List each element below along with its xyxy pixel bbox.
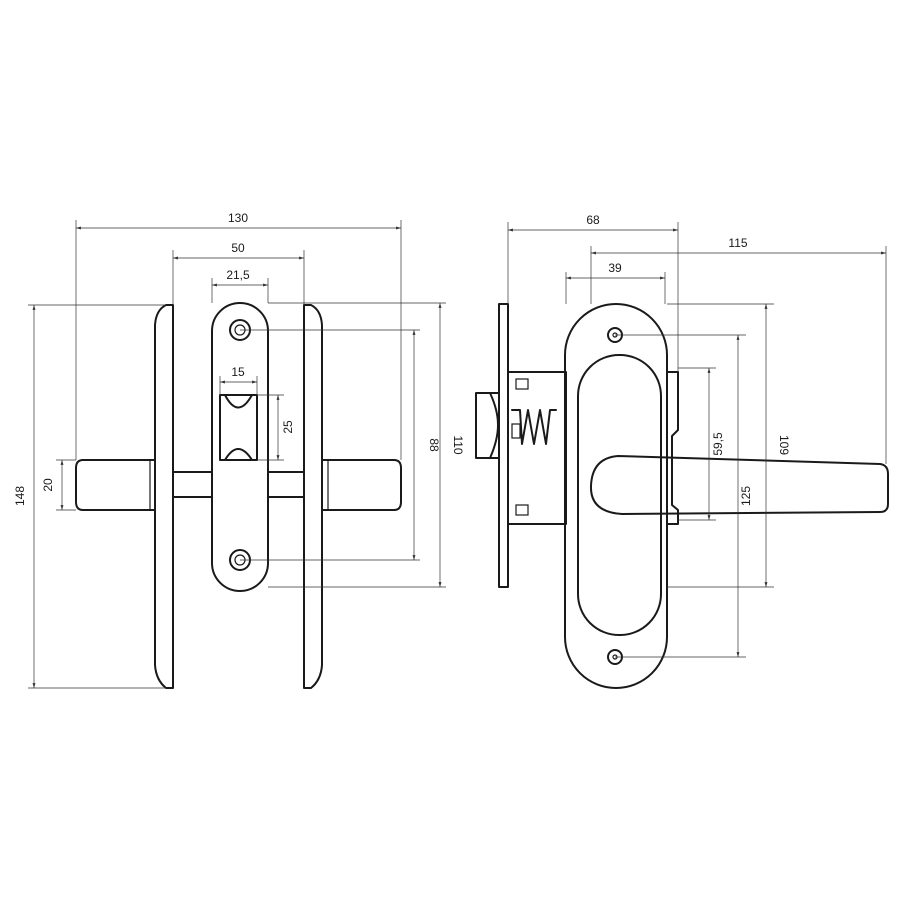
dim-handle-height: 20 — [41, 478, 55, 492]
latch-face-plate — [211, 302, 269, 592]
right-rose-plate — [303, 304, 323, 689]
lever-handle — [589, 455, 889, 515]
dim-screw-spacing: 88 — [427, 438, 441, 452]
front-dimensions: 130 50 21,5 15 25 20 148 88 — [13, 211, 465, 689]
left-rose-plate — [154, 304, 174, 689]
dim-plate-height: 110 — [451, 435, 465, 454]
left-handle — [75, 459, 156, 511]
side-face-plate — [498, 303, 509, 588]
dim-overall-height: 148 — [13, 486, 27, 506]
body-screw-top — [515, 378, 529, 390]
right-handle — [321, 459, 402, 511]
front-view — [75, 302, 402, 689]
spring — [511, 409, 557, 445]
dim-latch-offset: 39 — [608, 261, 622, 275]
dim-plate-width: 21,5 — [226, 268, 250, 282]
spindle — [172, 471, 305, 498]
dim-depth: 68 — [586, 213, 600, 227]
dim-overall-width: 130 — [228, 211, 248, 225]
rosette-outer — [564, 303, 668, 689]
side-dimensions: 68 115 39 59,5 109 125 — [507, 213, 887, 658]
side-view — [475, 303, 889, 689]
dim-rose-width: 50 — [231, 241, 245, 255]
side-bracket — [666, 371, 679, 525]
dim-handle-length: 115 — [728, 236, 747, 250]
latch-bolt — [219, 394, 258, 461]
dim-latch-width: 15 — [231, 365, 245, 379]
body-screw-bottom — [515, 504, 529, 516]
rosette-inner — [577, 354, 662, 636]
dim-side-plate-height: 109 — [777, 435, 791, 455]
dim-rosette-height: 125 — [739, 486, 753, 506]
side-latch-bolt — [475, 392, 500, 459]
dim-latch-height: 25 — [281, 420, 295, 434]
dim-backset: 59,5 — [711, 432, 725, 456]
lock-body — [507, 371, 567, 525]
